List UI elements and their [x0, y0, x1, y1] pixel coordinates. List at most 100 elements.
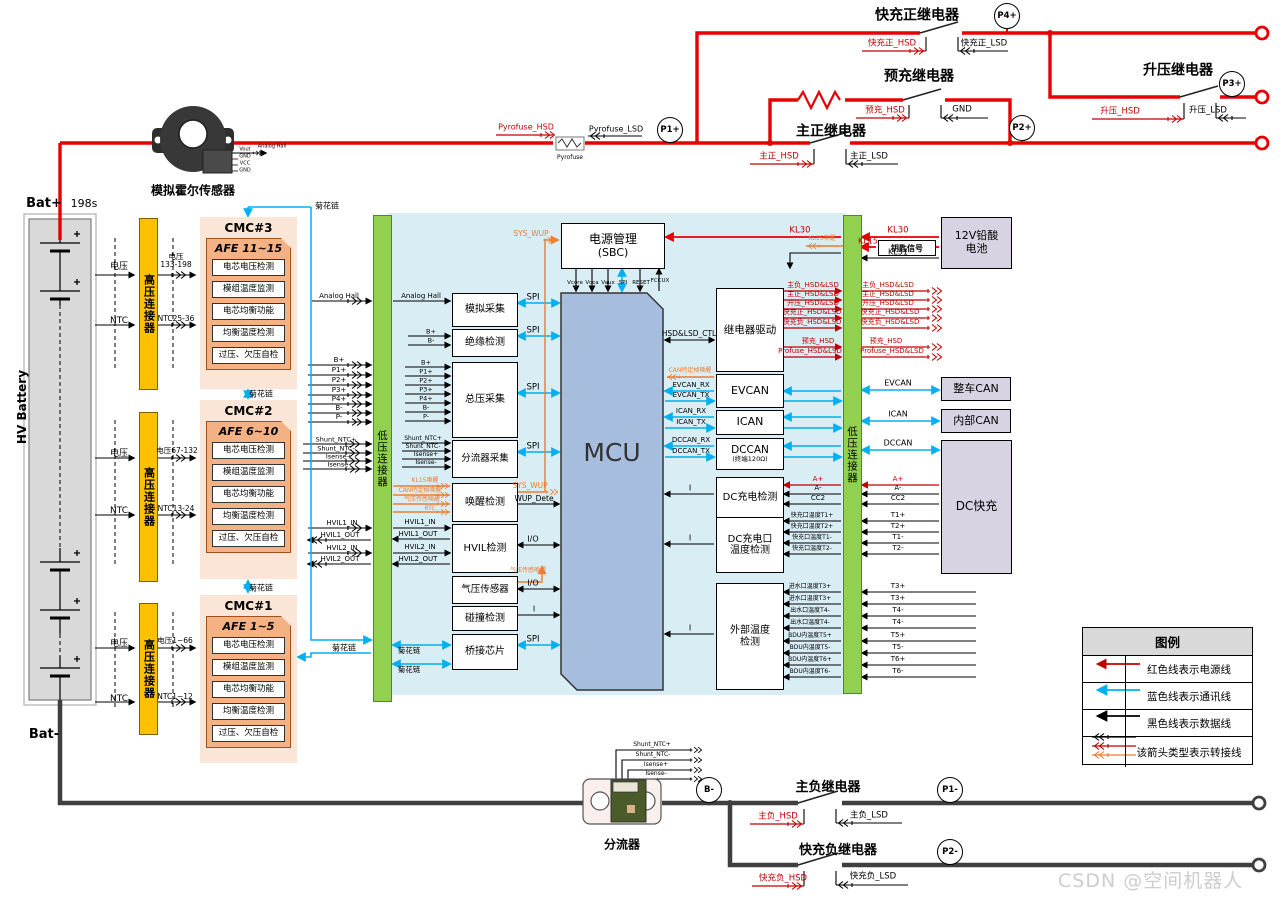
ntc-in-2: NTC — [110, 506, 128, 517]
evcan-rx-l: EVCAN_RX — [672, 381, 710, 390]
lv-out-hvil1in: HVIL1_IN — [326, 519, 358, 528]
lv-out-shuntntcp: Shunt_NTC+ — [315, 435, 357, 444]
fold-corner — [281, 421, 291, 431]
cmc-3: CMC#3 AFE 11~15 电芯电压检测 模组温度监测 电芯均衡功能 均衡温… — [200, 217, 297, 389]
tv-p4plus: P4+ — [419, 394, 433, 403]
t1p-l: 快充口温度T1+ — [790, 511, 834, 519]
t3p-l1: 进水口温度T3+ — [788, 582, 832, 590]
pyrofuse-symbol — [555, 136, 585, 151]
cc2-r: CC2 — [890, 494, 906, 503]
power-wiring-red — [58, 31, 1255, 240]
t5p-l: BDU内温度T5+ — [788, 631, 832, 639]
drv-l-pre: 预充_HSD — [801, 337, 835, 346]
lv-out-bplus: B+ — [333, 356, 345, 365]
module-insulation-detection: 绝缘检测 — [452, 329, 518, 357]
t6m-l: BDU内温度T6- — [789, 667, 831, 675]
relay-fastpos-lsd: 快充正_LSD — [960, 38, 1008, 49]
relay-mainpos-hsd: 主正_HSD — [759, 151, 799, 162]
t3p-r2: T3+ — [890, 594, 906, 603]
relay-fastneg-hsd: 快充负_HSD — [758, 873, 808, 884]
sh-ism: Isense- — [415, 458, 437, 466]
cmc-2-title: CMC#2 — [224, 404, 273, 418]
tv-p1plus: P1+ — [419, 367, 433, 376]
t6p-l: BDU内温度T6+ — [788, 655, 832, 663]
wake-kl15: KL15唤醒 — [411, 476, 439, 484]
i-ext-temp: I — [688, 623, 692, 633]
relay-mainneg-lsd: 主负_LSD — [850, 810, 888, 821]
hsd-lsd-ctl: HSD&LSD_CTL — [661, 328, 717, 338]
battery-pos: Bat+ — [26, 195, 62, 211]
volt-ch-2: 电压67-132 — [156, 445, 198, 455]
wake-can: CAN特定帧唤醒 — [398, 486, 442, 494]
sh-isp: Isense+ — [413, 450, 439, 458]
relay-boost-lsd: 升压_LSD — [1189, 105, 1227, 116]
drv-l-boost: 升压_HSD&LSD — [787, 299, 839, 308]
tv-bminus: B- — [422, 403, 430, 412]
hv-connector-3: 高压连接器 — [139, 218, 158, 390]
module-ican: ICAN — [716, 410, 784, 435]
pyrofuse-lsd: Pyrofuse_LSD — [588, 124, 644, 134]
lv-out-p1plus: P1+ — [331, 366, 347, 375]
drv-l-fastneg: 快充负_HSD&LSD — [782, 318, 842, 327]
legend-black-arrow — [1083, 710, 1126, 736]
wup-dete: WUP_Dete — [514, 493, 554, 503]
afe-function: 均衡温度检测 — [212, 325, 285, 342]
port-p2-minus: P2- — [937, 839, 963, 865]
lv-out-hvil2out: HVIL2_OUT — [320, 555, 360, 564]
kl30-right: KL30 — [887, 225, 909, 236]
t4m-r1: T4- — [892, 606, 904, 615]
afe-function: 电芯均衡功能 — [212, 303, 285, 320]
hvil1-out: HVIL1_OUT — [398, 530, 438, 539]
t6p-r: T6+ — [890, 655, 906, 664]
ins-bplus: B+ — [426, 327, 436, 336]
cmc-2-afe-title: AFE 6~10 — [218, 425, 279, 438]
ican-tx-l: ICAN_TX — [676, 418, 706, 427]
module-evcan: EVCAN — [716, 374, 784, 408]
t2p-r: T2+ — [890, 522, 906, 531]
tv-p3plus: P3+ — [419, 385, 433, 394]
afe-function: 电芯电压检测 — [212, 442, 285, 459]
lv-out-p2plus: P2+ — [331, 376, 347, 385]
tv-p2plus: P2+ — [419, 376, 433, 385]
relay-mainpos-lsd: 主正_LSD — [850, 151, 888, 162]
t5m-r: T5- — [892, 643, 904, 652]
box-12v-battery: 12V铅酸 电池 — [941, 217, 1012, 269]
volt-in-3: 电压 — [109, 262, 129, 273]
shunt-graphic — [582, 778, 662, 825]
a-minus-r: A- — [894, 484, 902, 493]
module-external-temp: 外部温度 检测 — [716, 583, 784, 690]
a-minus-l: A- — [814, 484, 822, 493]
i-crash: I — [532, 604, 536, 614]
sbc-pin-reset: RESET — [632, 280, 650, 287]
ican-net: ICAN — [888, 409, 908, 419]
port-p2-plus: P2+ — [1009, 115, 1035, 141]
cmc-1-afe: AFE 1~5 电芯电压检测 模组温度监测 电芯均衡功能 均衡温度检测 过压、欠… — [206, 616, 291, 748]
legend-red-arrow — [1083, 656, 1126, 682]
cmc-1-title: CMC#1 — [224, 599, 273, 613]
lv-out-isensep: Isense+ — [325, 452, 353, 461]
battery-series: 198s — [70, 197, 98, 211]
i-dc-port: I — [688, 533, 692, 543]
shuntpin-ism: Isense- — [645, 769, 667, 777]
t1m-l: 快充口温度T1- — [792, 533, 832, 541]
hall-pin-gnd1: GND — [239, 153, 251, 160]
legend: 图例 红色线表示电源线 蓝色线表示通讯线 黑色线表示数据线 该箭头类型表示转接线 — [1082, 627, 1253, 767]
spi-insulation: SPI — [526, 325, 540, 336]
hall-pin-vcc: VCC — [239, 160, 251, 167]
hall-pin-gnd2: GND — [239, 167, 251, 174]
relay-precharge-title: 预充继电器 — [884, 68, 954, 85]
hvil1-in: HVIL1_IN — [404, 518, 436, 527]
module-total-voltage: 总压采集 — [452, 362, 518, 438]
module-hvil-detection: HVIL检测 — [452, 524, 518, 573]
module-dc-port-temp: DC充电口 温度检测 — [716, 517, 784, 573]
t4m-r2: T4- — [892, 618, 904, 627]
watermark: CSDN @空间机器人 — [1058, 870, 1244, 892]
afe-function: 过压、欠压自检 — [212, 347, 285, 364]
drv-r-profuse: Profuse_HSD&LSD — [860, 347, 924, 356]
cc2-l: CC2 — [810, 494, 826, 503]
module-dc-charge-detection: DC充电检测 — [716, 477, 784, 518]
volt-ch-1: 电压1~66 — [157, 635, 193, 645]
lv-out-p4plus: P4+ — [331, 395, 347, 404]
ntc-ch-1: NTC1~12 — [157, 691, 193, 701]
hv-connector-1: 高压连接器 — [139, 603, 158, 735]
